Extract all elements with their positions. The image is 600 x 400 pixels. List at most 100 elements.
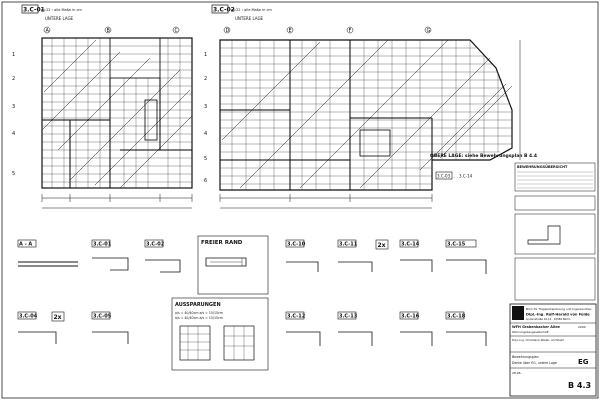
row-label-5: 5 bbox=[12, 171, 15, 177]
detail-316-sketch bbox=[400, 331, 433, 346]
right-plan: 3.C-02 ø=22 ‹ alle Maße in cm UNTERE LAG… bbox=[204, 4, 537, 209]
drawing-title: Bewehrungsplan bbox=[512, 355, 539, 359]
detail-305-sketch bbox=[92, 331, 129, 344]
right-row-label-3: 3 bbox=[204, 104, 207, 110]
right-scale-note: ø=22 ‹ alle Maße in cm bbox=[231, 8, 272, 12]
plan-number: B 4.3 bbox=[568, 381, 591, 390]
detail-2x-box-row2 bbox=[51, 311, 65, 322]
grid-label-c: C bbox=[175, 28, 179, 34]
detail-tag-box-318 bbox=[445, 311, 465, 320]
engineer-name: Dipl.-Ing. Rolf-Harald von Felde bbox=[526, 313, 590, 317]
detail-315-sketch bbox=[446, 259, 487, 274]
opening-sketch-2 bbox=[223, 325, 255, 361]
detail-2x-box bbox=[375, 239, 389, 250]
left-plan: 3.C-01 ø=22 ‹ alle Maße in cm UNTERE LAG… bbox=[12, 4, 193, 209]
grid-bubble-d bbox=[223, 26, 231, 34]
notes-box bbox=[514, 195, 596, 211]
detail-tag-box-304 bbox=[17, 311, 37, 320]
detail-302-sketch bbox=[145, 259, 181, 273]
detail-2x-label: 2x bbox=[378, 242, 386, 249]
detail-314-sketch bbox=[400, 259, 433, 272]
detail-row-2: 3.C-04 2x 3.C-05 AUSSPARUNGEN a/s = 40/4… bbox=[17, 297, 487, 371]
dimension-row-tag-box bbox=[435, 171, 453, 180]
key-plan-box bbox=[514, 213, 596, 255]
detail-tag-box-aa bbox=[17, 239, 37, 248]
detail-tag-304: 3.C-04 bbox=[19, 314, 38, 320]
office-logo bbox=[512, 306, 524, 320]
detail-tag-box-313 bbox=[337, 311, 357, 320]
grid-bubble-a bbox=[43, 26, 51, 34]
detail-313-sketch bbox=[338, 331, 373, 346]
right-diagonal-bars bbox=[221, 39, 513, 189]
detail-tag-box-316 bbox=[399, 311, 419, 320]
detail-row-1: A - A 3.C-01 3.C-02 FREIER RAND 3.C-10 3… bbox=[17, 235, 487, 295]
row-label-3: 3 bbox=[12, 104, 15, 110]
revision-box bbox=[514, 257, 596, 301]
openings-note-1: a/s = 40/40cm a/s = 15/15cm bbox=[175, 311, 223, 315]
right-layer-label: UNTERE LAGE bbox=[235, 16, 264, 21]
row-label-4: 4 bbox=[12, 131, 15, 137]
left-dimension-chain bbox=[41, 194, 193, 209]
right-dimension-chain bbox=[219, 40, 521, 209]
left-rebar-hatch bbox=[42, 38, 192, 188]
left-section-tag: 3.C-01 bbox=[23, 7, 45, 14]
grid-bubble-c bbox=[172, 26, 180, 34]
detail-tag-box-315 bbox=[445, 239, 477, 248]
project-name: WFH Grabenbacher Allee bbox=[512, 325, 560, 329]
grid-bubble-f bbox=[346, 26, 354, 34]
grid-label-d: D bbox=[226, 28, 230, 34]
left-section-tag-box bbox=[21, 4, 39, 14]
key-plan-sketch bbox=[527, 225, 561, 245]
legend-lines bbox=[517, 171, 593, 189]
grid-label-a: A bbox=[46, 28, 50, 34]
openings-title: AUSSPARUNGEN bbox=[175, 302, 221, 308]
right-row-label-1: 1 bbox=[204, 52, 207, 58]
opening-sketch-1 bbox=[179, 325, 211, 361]
row-label-2: 2 bbox=[12, 76, 15, 82]
detail-tag-316: 3.C-16 bbox=[401, 314, 420, 320]
left-walls bbox=[42, 78, 192, 188]
detail-2x-label-row2: 2x bbox=[54, 314, 62, 321]
right-walls bbox=[220, 40, 433, 190]
row-label-1: 1 bbox=[12, 52, 15, 58]
upper-layer-note: OBERE LAGE: siehe Bewehrungsplan B 4.4 bbox=[430, 153, 537, 159]
right-section-tag-box bbox=[211, 4, 229, 14]
free-edge-sketch bbox=[205, 257, 247, 267]
detail-311-sketch bbox=[338, 261, 373, 272]
right-row-label-4: 4 bbox=[204, 131, 207, 137]
detail-tag-313: 3.C-13 bbox=[339, 314, 358, 320]
left-scale-note: ø=22 ‹ alle Maße in cm bbox=[41, 8, 82, 12]
legend-panel: BEWEHRUNGSÜBERSICHT bbox=[514, 162, 596, 301]
grid-bubble-e bbox=[286, 26, 294, 34]
grid-label-g: G bbox=[427, 28, 431, 34]
free-edge-frame bbox=[197, 235, 269, 295]
detail-tag-box-302 bbox=[144, 239, 164, 248]
client-name: Wohnungsbaugesellschaft bbox=[512, 330, 550, 334]
right-opening bbox=[359, 129, 391, 157]
revision-year: 2004 bbox=[578, 325, 586, 329]
detail-tag-box-312 bbox=[285, 311, 305, 320]
opening-sketch-2-hatch bbox=[224, 326, 254, 360]
right-row-label-6: 6 bbox=[204, 178, 207, 184]
floor-code: EG bbox=[578, 358, 589, 366]
left-slab-outline bbox=[41, 37, 193, 189]
right-slab-outline bbox=[219, 39, 513, 191]
detail-tag-310: 3.C-10 bbox=[287, 242, 306, 248]
left-layer-label: UNTERE LAGE bbox=[45, 16, 74, 21]
free-edge-title: FREIER RAND bbox=[201, 240, 243, 246]
drawing-subtitle: Decke über EG, untere Lage bbox=[512, 361, 557, 365]
left-diagonal-bars bbox=[41, 39, 193, 189]
grid-label-e: E bbox=[289, 28, 292, 34]
left-shaft bbox=[144, 99, 158, 141]
detail-tag-box-311 bbox=[337, 239, 357, 248]
detail-tag-box-301 bbox=[91, 239, 111, 248]
grid-bubble-b bbox=[104, 26, 112, 34]
right-row-label-5: 5 bbox=[204, 156, 207, 162]
grid-bubble-g bbox=[424, 26, 432, 34]
right-row-label-2: 2 bbox=[204, 76, 207, 82]
right-section-tag: 3.C-02 bbox=[213, 7, 235, 14]
right-rebar-hatch bbox=[220, 40, 512, 190]
